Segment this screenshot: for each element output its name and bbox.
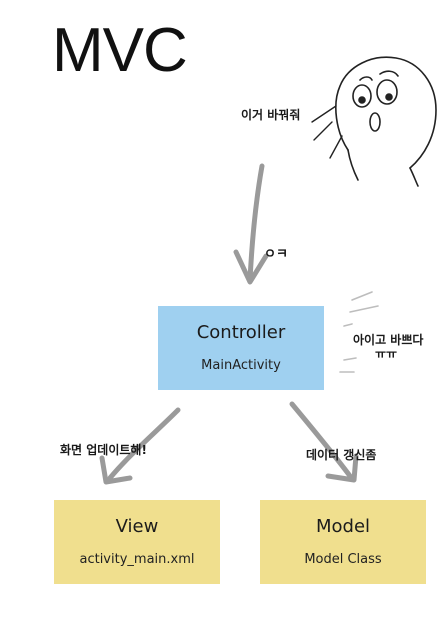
note-update-model: 데이터 갱신좀 [306,448,377,462]
diagram-title: MVC [52,16,188,85]
note-request: 이거 바꿔줘 [241,108,301,122]
controller-title: Controller [196,322,286,344]
view-title: View [115,516,159,538]
note-update-view: 화면 업데이트해! [60,443,147,457]
model-title: Model [315,516,371,538]
note-busy: 아이고 바쁘다 [353,333,424,347]
note-busy-cry: ㅠㅠ [375,347,398,361]
note-ack: ㅇㅋ [264,247,288,262]
user-face-icon [335,56,437,187]
controller-subtitle: MainActivity [201,358,281,373]
arrow-user-to-controller [233,163,269,285]
model-box: Model Model Class [260,500,426,584]
arrow-controller-to-model [289,401,359,483]
model-subtitle: Model Class [304,552,382,567]
arrow-controller-to-view [99,407,181,485]
busy-lines [339,291,379,373]
motion-lines [311,105,343,159]
controller-box: Controller MainActivity [158,306,324,390]
view-box: View activity_main.xml [54,500,220,584]
view-subtitle: activity_main.xml [79,552,195,567]
